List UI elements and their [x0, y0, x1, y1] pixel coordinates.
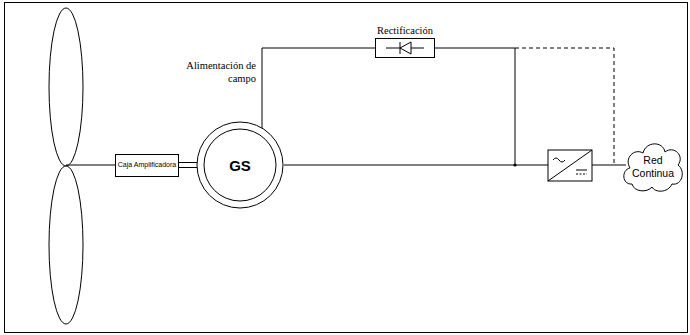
- connector-wire: [262, 48, 375, 128]
- rectifier-body: [375, 38, 435, 58]
- node-text: GS: [229, 157, 251, 174]
- dc-symbol: [576, 174, 587, 175]
- field-supply-label: Alimentación de campo: [178, 60, 256, 85]
- connector-wire: [179, 162, 197, 163]
- diode-triangle: [400, 42, 411, 54]
- converter-box: [548, 150, 592, 181]
- gearbox-box: Caja Amplificadora: [115, 154, 179, 177]
- converter-diagonal: [548, 150, 592, 181]
- frame: [5, 3, 688, 333]
- rectifier-output-wire: [435, 48, 515, 165]
- blade-upper: [49, 8, 83, 166]
- diode-symbol: [376, 39, 434, 57]
- ac-symbol: [553, 158, 565, 162]
- node-text: Caja Amplificadora: [118, 161, 176, 169]
- dashed-wire: [515, 48, 614, 165]
- junction-dot: [513, 163, 516, 166]
- rectifier-box: Rectificación: [375, 24, 435, 58]
- blade-lower: [49, 166, 83, 324]
- generator-circle: GS: [196, 121, 284, 209]
- dc-symbol: [576, 170, 587, 171]
- rotor-shaft: [66, 165, 115, 166]
- rotor-circle: [204, 129, 276, 201]
- stator-circle: [197, 122, 283, 208]
- node-text: Red Continua: [628, 154, 678, 178]
- grid-cloud: Red Continua: [622, 134, 684, 196]
- node-heading: Rectificación: [345, 24, 465, 38]
- shaft-line: [179, 167, 197, 168]
- cloud-shape: [624, 144, 682, 191]
